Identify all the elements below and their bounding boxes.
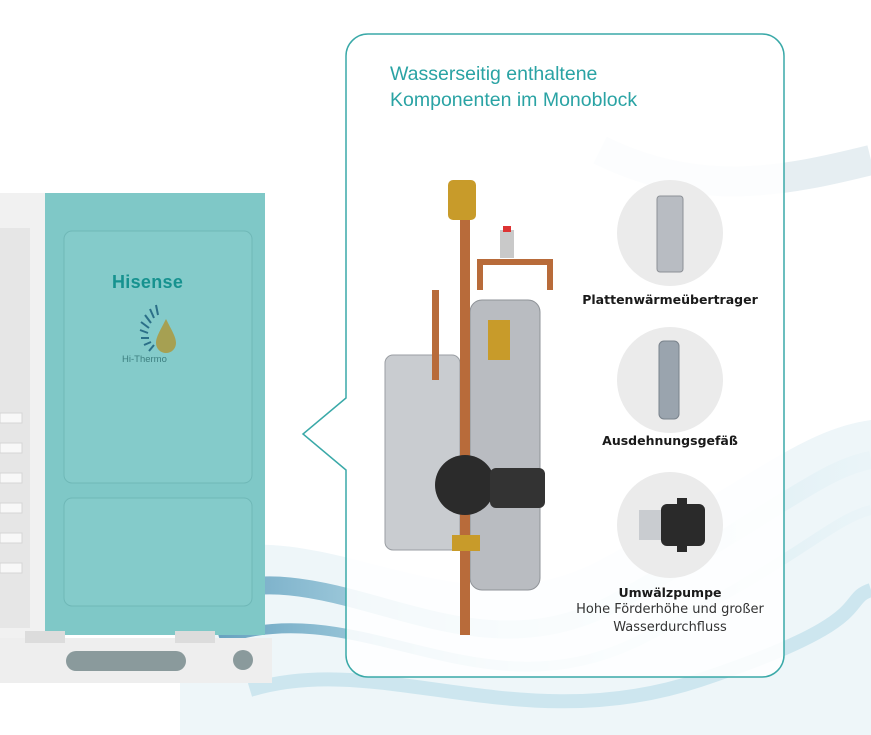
expansion-vessel-image — [617, 327, 723, 433]
pump-description-line2: Wasserdurchfluss — [613, 620, 727, 635]
pump-description: Hohe Förderhöhe und großer Wasserdurchfl… — [540, 601, 800, 637]
component-label-expansion-vessel: Ausdehnungsgefäß — [602, 433, 738, 448]
panel-title-line1: Wasserseitig enthaltene — [390, 63, 598, 85]
plate-heat-exchanger-image — [617, 180, 723, 286]
component-label-circulation-pump: Umwälzpumpe — [618, 585, 722, 600]
panel-title: Wasserseitig enthaltene Komponenten im M… — [390, 61, 637, 113]
hi-thermo-logo: Hi-Thermo — [122, 354, 167, 365]
hisense-logo: Hisense — [112, 272, 184, 292]
component-label-plate-heat-exchanger: Plattenwärmeübertrager — [582, 292, 758, 307]
hydraulic-module-image — [384, 180, 553, 635]
circulation-pump-image — [617, 472, 723, 578]
panel-title-line2: Komponenten im Monoblock — [390, 89, 638, 111]
pump-description-line1: Hohe Förderhöhe und großer — [576, 602, 764, 617]
heat-pump-unit — [0, 193, 272, 683]
